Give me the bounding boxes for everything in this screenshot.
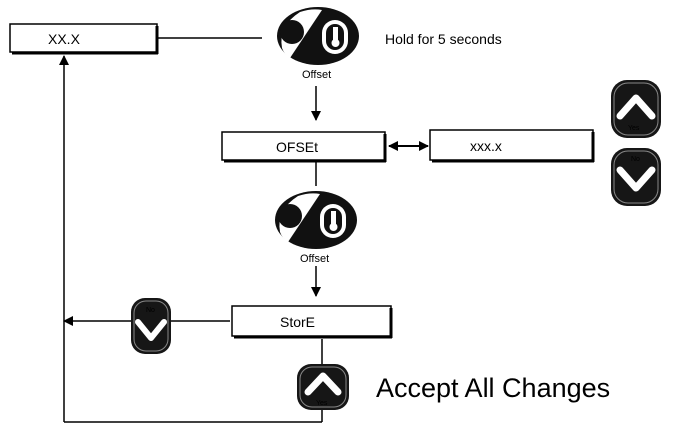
chevron-up-icon bbox=[304, 372, 342, 396]
offset-button-top[interactable]: Offset bbox=[277, 7, 359, 81]
yes-label-right: Yes bbox=[628, 125, 640, 132]
down-no-button-left[interactable]: No bbox=[131, 298, 171, 354]
ofset-menu-display: OFSEt bbox=[221, 131, 387, 163]
offset-button-middle[interactable]: Offset bbox=[275, 191, 357, 265]
offset-value-text: xxx.x bbox=[470, 138, 502, 154]
up-yes-button-bottom[interactable]: Yes bbox=[297, 364, 349, 410]
hold-note: Hold for 5 seconds bbox=[385, 31, 502, 47]
no-label-left: No bbox=[146, 307, 155, 314]
accept-note: Accept All Changes bbox=[376, 373, 610, 403]
connector-lines bbox=[59, 37, 429, 423]
chevron-down-icon bbox=[616, 166, 656, 192]
no-label-right: No bbox=[631, 156, 640, 163]
up-yes-button-right[interactable]: Yes bbox=[611, 80, 661, 138]
store-menu-text: StorE bbox=[280, 314, 315, 330]
chevron-down-icon bbox=[135, 319, 167, 341]
ofset-menu-text: OFSEt bbox=[276, 139, 318, 155]
main-value-text: XX.X bbox=[48, 31, 81, 47]
main-value-display: XX.X bbox=[9, 23, 159, 55]
store-menu-display: StorE bbox=[231, 305, 393, 339]
chevron-up-icon bbox=[616, 94, 656, 120]
offset-value-display: xxx.x bbox=[429, 129, 595, 163]
offset-label-top: Offset bbox=[302, 69, 331, 81]
down-no-button-right[interactable]: No bbox=[611, 148, 661, 206]
yes-label-bottom: Yes bbox=[316, 400, 328, 407]
offset-label-middle: Offset bbox=[300, 253, 329, 265]
